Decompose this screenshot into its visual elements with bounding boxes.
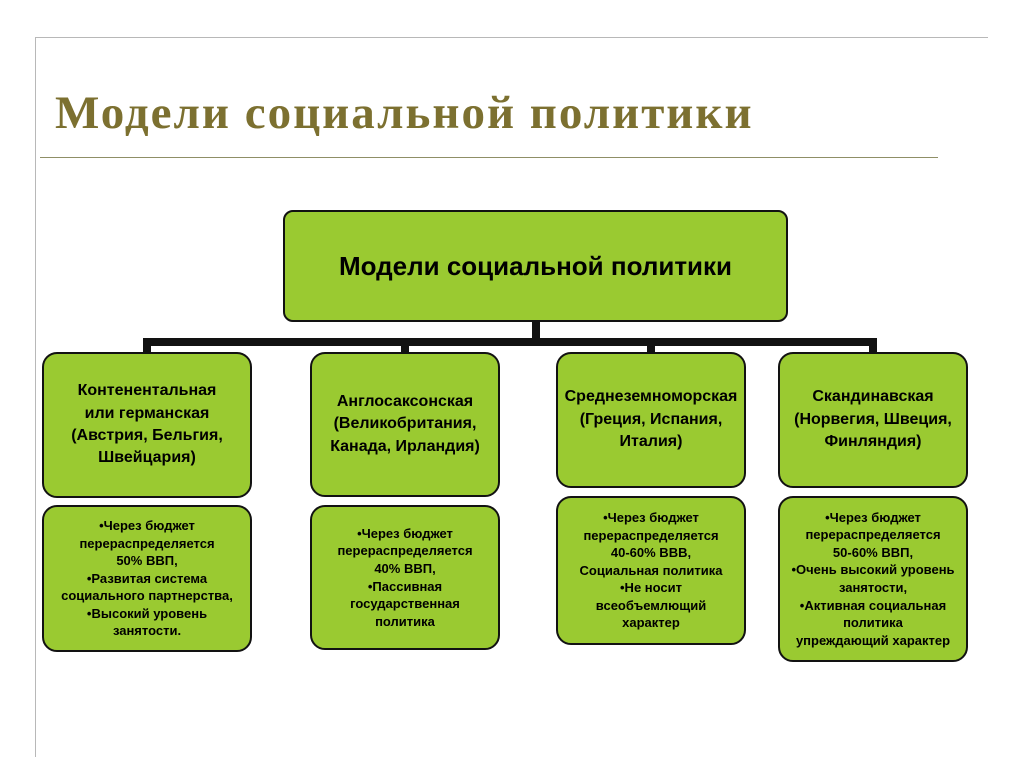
details-box-mediterranean: •Через бюджет перераспределяется 40-60% … xyxy=(556,496,746,645)
frame-line-left xyxy=(35,37,36,757)
connector-stub-branch-2 xyxy=(401,340,409,352)
branch-title: Англосаксонская (Великобритания, Канада,… xyxy=(330,392,480,455)
details-box-anglosaxon: •Через бюджет перераспределяется 40% ВВП… xyxy=(310,505,500,650)
title-underline xyxy=(40,157,938,158)
diagram-root-label: Модели социальной политики xyxy=(338,250,733,281)
details-box-scandinavian: •Через бюджет перераспределяется 50-60% … xyxy=(778,496,968,662)
branch-details: •Через бюджет перераспределяется 50% ВВП… xyxy=(61,518,233,639)
connector-root-stub xyxy=(532,320,540,340)
branch-details: •Через бюджет перераспределяется 50-60% … xyxy=(791,509,955,648)
connector-stub-branch-1 xyxy=(143,340,151,352)
connector-horizontal-bus xyxy=(143,338,877,346)
diagram-root-box: Модели социальной политики xyxy=(283,210,788,322)
branch-title: Контенентальная или германская (Австрия,… xyxy=(71,382,223,467)
branch-box-scandinavian: Скандинавская (Норвегия, Швеция, Финлянд… xyxy=(778,352,968,488)
branch-box-continental: Контенентальная или германская (Австрия,… xyxy=(42,352,252,498)
branch-details: •Через бюджет перераспределяется 40-60% … xyxy=(579,510,723,631)
branch-box-anglosaxon: Англосаксонская (Великобритания, Канада,… xyxy=(310,352,500,497)
branch-title: Скандинавская (Норвегия, Швеция, Финлянд… xyxy=(794,388,952,451)
details-box-continental: •Через бюджет перераспределяется 50% ВВП… xyxy=(42,505,252,652)
branch-title: Среднеземноморская (Греция, Испания, Ита… xyxy=(564,388,738,451)
connector-stub-branch-4 xyxy=(869,340,877,352)
slide-title: Модели социальной политики xyxy=(55,87,754,139)
frame-line-top xyxy=(35,37,988,38)
branch-box-mediterranean: Среднеземноморская (Греция, Испания, Ита… xyxy=(556,352,746,488)
branch-details: •Через бюджет перераспределяется 40% ВВП… xyxy=(337,525,473,629)
connector-stub-branch-3 xyxy=(647,340,655,352)
